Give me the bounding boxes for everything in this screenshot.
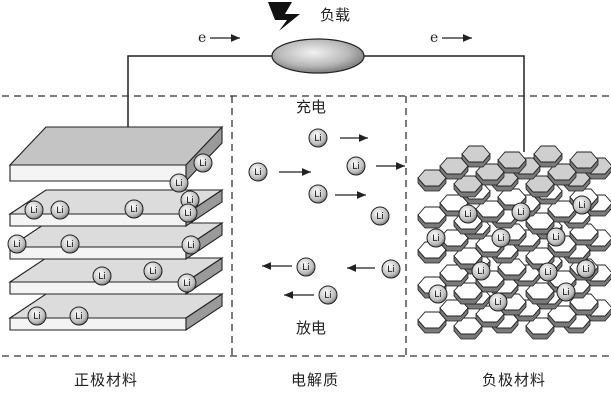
lithium-ion: Li <box>50 200 70 220</box>
lightning-bolt-icon <box>268 2 300 31</box>
lithium-ion: Li <box>471 261 491 281</box>
lithium-ion: Li <box>491 228 511 248</box>
lithium-ion: Li <box>296 257 316 277</box>
svg-text:Li: Li <box>183 279 191 289</box>
svg-text:Li: Li <box>582 265 590 275</box>
lithium-ion: Li <box>248 162 268 182</box>
lithium-ion: Li <box>27 306 47 326</box>
svg-text:Li: Li <box>562 288 570 298</box>
lithium-ion: Li <box>308 184 328 204</box>
lithium-ion: Li <box>124 199 144 219</box>
svg-text:Li: Li <box>199 159 207 169</box>
lithium-ion: Li <box>177 273 197 293</box>
lithium-ion: Li <box>60 234 80 254</box>
svg-text:Li: Li <box>324 291 332 301</box>
lithium-ion: Li <box>381 259 401 279</box>
svg-text:Li: Li <box>130 205 138 215</box>
svg-text:Li: Li <box>517 208 525 218</box>
lithium-ion: Li <box>143 261 163 281</box>
svg-text:Li: Li <box>30 206 38 216</box>
lithium-ion: Li <box>458 204 478 224</box>
svg-text:Li: Li <box>464 210 472 220</box>
region-separators <box>2 95 609 357</box>
svg-text:Li: Li <box>544 268 552 278</box>
cathode-plate <box>8 292 224 332</box>
electron-label-left: e <box>198 30 206 46</box>
cathode-plate <box>8 125 224 183</box>
lithium-ion: Li <box>426 228 446 248</box>
lithium-ion: Li <box>538 262 558 282</box>
lithium-ion: Li <box>318 285 338 305</box>
charge-arrows <box>279 134 405 199</box>
svg-text:Li: Li <box>302 263 310 273</box>
lithium-ion: Li <box>346 156 366 176</box>
lithium-ion: Li <box>193 153 213 173</box>
load: 负载 <box>268 2 365 74</box>
svg-text:Li: Li <box>13 240 21 250</box>
lithium-ion: Li <box>308 128 328 148</box>
lithium-ion: Li <box>572 195 592 215</box>
cathode-label: 正极材料 <box>74 371 138 389</box>
lithium-ion: Li <box>92 266 112 286</box>
electron-label-right: e <box>430 30 438 46</box>
svg-text:Li: Li <box>552 233 560 243</box>
svg-text:Li: Li <box>184 209 192 219</box>
charge-label: 充电 <box>296 98 326 116</box>
svg-text:Li: Li <box>494 298 502 308</box>
load-label: 负载 <box>320 6 350 24</box>
svg-text:Li: Li <box>376 212 384 222</box>
svg-text:Li: Li <box>75 312 83 322</box>
svg-text:Li: Li <box>98 272 106 282</box>
cathode-plate <box>8 221 224 261</box>
lithium-ion: Li <box>181 235 201 255</box>
lithium-ion: Li <box>24 200 44 220</box>
svg-text:Li: Li <box>432 234 440 244</box>
lithium-ion: Li <box>488 292 508 312</box>
external-circuit <box>127 55 525 152</box>
lithium-ion: Li <box>370 206 390 226</box>
discharge-arrows <box>262 262 375 299</box>
electron-flow-right: e <box>430 30 472 46</box>
lithium-ion: Li <box>178 203 198 223</box>
lithium-ion: Li <box>576 259 596 279</box>
svg-text:Li: Li <box>149 267 157 277</box>
anode-label: 负极材料 <box>482 371 546 389</box>
svg-text:Li: Li <box>33 312 41 322</box>
svg-text:Li: Li <box>56 206 64 216</box>
lithium-ion: Li <box>556 282 576 302</box>
lithium-ion: Li <box>511 202 531 222</box>
lithium-ion: Li <box>7 234 27 254</box>
lithium-ion: Li <box>546 227 566 247</box>
graphite-layer <box>417 145 611 198</box>
svg-text:Li: Li <box>578 201 586 211</box>
svg-text:Li: Li <box>434 290 442 300</box>
svg-text:Li: Li <box>175 179 183 189</box>
electrolyte-label: 电解质 <box>291 371 339 389</box>
svg-text:Li: Li <box>352 162 360 172</box>
lithium-ion: Li <box>428 284 448 304</box>
discharge-label: 放电 <box>296 319 326 337</box>
svg-text:Li: Li <box>314 190 322 200</box>
svg-text:Li: Li <box>497 234 505 244</box>
lithium-ion: Li <box>69 306 89 326</box>
svg-text:Li: Li <box>186 196 194 206</box>
svg-text:Li: Li <box>387 265 395 275</box>
svg-text:Li: Li <box>314 134 322 144</box>
svg-text:Li: Li <box>254 168 262 178</box>
svg-text:Li: Li <box>477 267 485 277</box>
svg-text:Li: Li <box>66 240 74 250</box>
svg-text:Li: Li <box>187 241 195 251</box>
electron-flow-left: e <box>198 30 240 46</box>
lithium-ion: Li <box>169 173 189 193</box>
